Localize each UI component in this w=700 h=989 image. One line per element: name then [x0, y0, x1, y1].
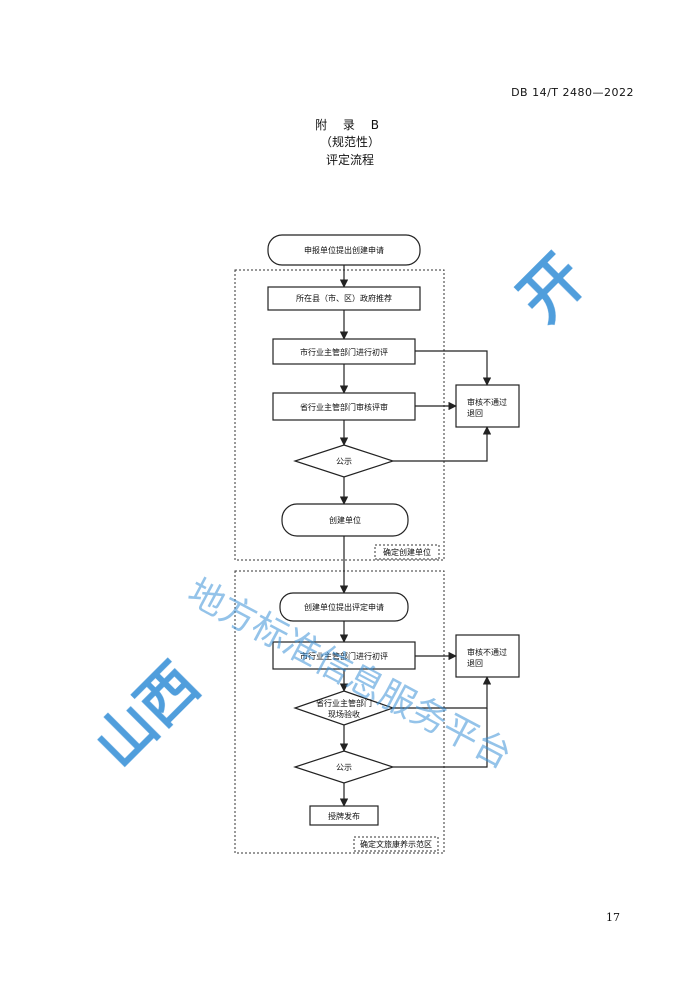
- group-label-1-frame: [374, 544, 440, 560]
- node-reject-1-line2: 退回: [467, 409, 483, 418]
- appendix-title: 附 录 B: [315, 118, 385, 132]
- node-reject-1-line1: 审核不通过: [467, 397, 507, 407]
- group-label-2: 确定文旅康养示范区: [360, 839, 432, 849]
- node-reject-2-line2: 退回: [467, 659, 483, 668]
- group-label-2-frame: [353, 836, 439, 852]
- appendix-name: 评定流程: [325, 153, 374, 167]
- node-publicity-1-label: 公示: [336, 457, 352, 466]
- group-frame-create: [234, 269, 445, 561]
- page-number: 17: [606, 911, 620, 924]
- node-province-accept: [293, 690, 395, 726]
- node-reject-2: [455, 634, 520, 678]
- node-county-recommend-label: 所在县（市、区）政府推荐: [296, 293, 392, 303]
- node-city-review-1-label: 市行业主管部门进行初评: [300, 347, 388, 357]
- node-award: [309, 805, 379, 826]
- node-publicity-2-label: 公示: [336, 763, 352, 772]
- document-code: DB 14/T 2480—2022: [511, 86, 634, 99]
- node-reject-2-line1: 审核不通过: [467, 647, 507, 657]
- node-create-unit-label: 创建单位: [329, 515, 361, 525]
- node-city-review-2: [272, 641, 416, 670]
- node-apply-create-label: 申报单位提出创建申请: [304, 245, 384, 255]
- node-apply-evaluate-label: 创建单位提出评定申请: [304, 602, 384, 612]
- node-province-accept-line2: 现场验收: [328, 709, 360, 719]
- node-create-unit: [281, 503, 409, 537]
- node-province-accept-line1: 省行业主管部门: [316, 698, 372, 708]
- appendix-nature: （规范性）: [319, 135, 380, 149]
- group-frame-demo: [234, 570, 445, 854]
- group-label-1: 确定创建单位: [383, 547, 431, 557]
- node-city-review-2-label: 市行业主管部门进行初评: [300, 651, 388, 661]
- node-province-review-label: 省行业主管部门审核评审: [300, 402, 388, 412]
- node-award-label: 授牌发布: [328, 811, 360, 821]
